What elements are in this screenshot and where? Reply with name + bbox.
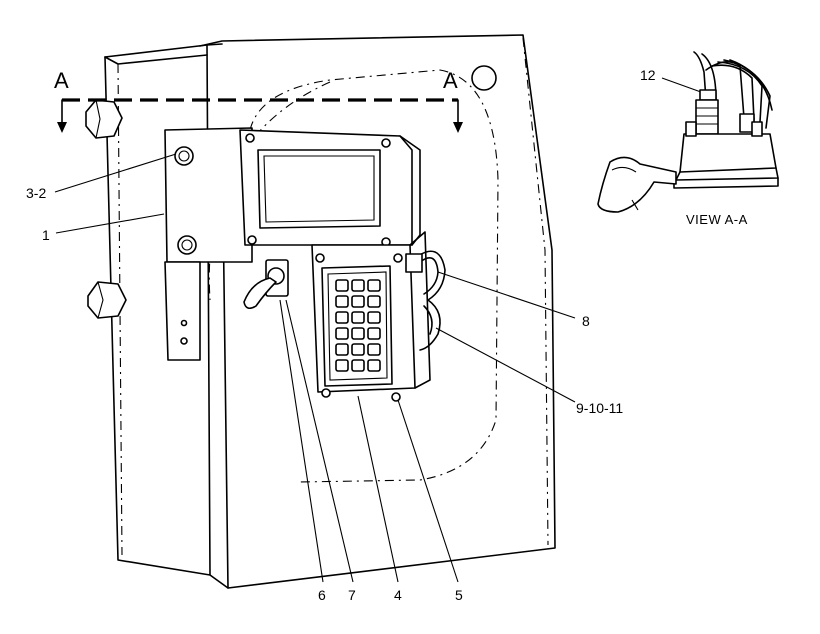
view-caption: VIEW A-A: [686, 212, 748, 227]
callout-8: 8: [582, 313, 590, 329]
callout-4: 4: [394, 587, 402, 603]
key-switch: [243, 259, 289, 310]
callout-12: 12: [640, 67, 656, 83]
callout-7: 7: [348, 587, 356, 603]
section-line: [57, 98, 463, 133]
callout-3-2: 3-2: [26, 185, 46, 201]
section-mark-right: A: [443, 68, 458, 93]
view-a-a-detail: [597, 51, 779, 213]
display-screen: [257, 149, 381, 229]
leader-lines: [54, 77, 713, 583]
callout-9-10-11: 9-10-11: [576, 400, 623, 416]
pillar-knob-upper: [85, 99, 123, 139]
keypad-module: [311, 231, 431, 402]
callout-6: 6: [318, 587, 326, 603]
callout-5: 5: [455, 587, 463, 603]
section-mark-left: A: [54, 68, 69, 93]
callout-1: 1: [42, 227, 50, 243]
display-module: [239, 129, 421, 247]
mounting-bracket: [164, 127, 253, 361]
pillar-knob-lower: [87, 281, 127, 319]
